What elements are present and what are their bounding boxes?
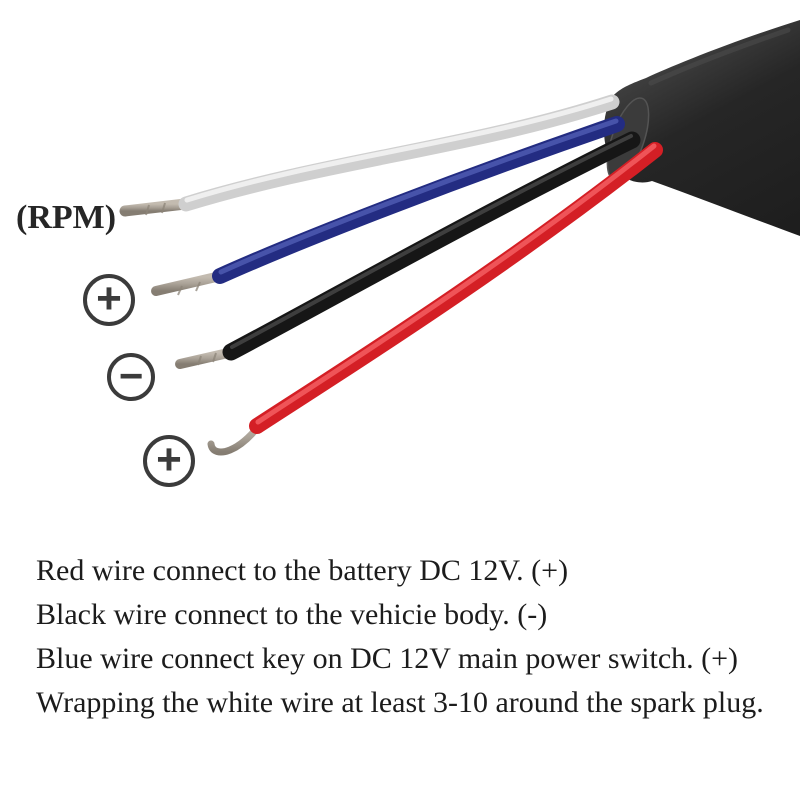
wires bbox=[178, 94, 663, 434]
wiring-instructions: Red wire connect to the battery DC 12V. … bbox=[36, 549, 776, 725]
instruction-white-wire: Wrapping the white wire at least 3-10 ar… bbox=[36, 686, 764, 719]
black-wire bbox=[222, 131, 641, 361]
red-wire bbox=[249, 142, 663, 434]
red-wire-shine bbox=[255, 143, 657, 425]
polarity-badge-black-minus: − bbox=[107, 353, 155, 401]
cable-sheath bbox=[603, 20, 800, 236]
blue-wire-shine bbox=[218, 118, 619, 275]
blue-wire-terminal bbox=[151, 272, 221, 296]
polarity-badge-blue-plus: + bbox=[83, 274, 135, 326]
cable-illustration bbox=[119, 20, 800, 456]
plus-icon: + bbox=[156, 435, 182, 484]
wire-terminals bbox=[119, 198, 265, 456]
white-wire-shine bbox=[184, 96, 614, 203]
minus-icon: − bbox=[118, 352, 144, 399]
black-wire-shine bbox=[230, 134, 633, 349]
plus-icon: + bbox=[96, 274, 122, 323]
terminal-crimp-marks bbox=[145, 202, 217, 366]
red-wire-hook-terminal bbox=[207, 419, 265, 456]
blue-wire bbox=[212, 116, 625, 284]
sheath-highlight bbox=[648, 27, 791, 86]
instruction-blue-wire: Blue wire connect key on DC 12V main pow… bbox=[36, 642, 739, 675]
white-wire bbox=[178, 94, 620, 212]
black-wire-terminal bbox=[175, 348, 233, 369]
white-wire-terminal bbox=[119, 198, 191, 217]
polarity-badge-red-plus: + bbox=[143, 435, 195, 487]
rpm-label: (RPM) bbox=[16, 199, 117, 236]
instruction-black-wire: Black wire connect to the vehicie body. … bbox=[36, 598, 548, 631]
instruction-red-wire: Red wire connect to the battery DC 12V. … bbox=[36, 554, 569, 587]
